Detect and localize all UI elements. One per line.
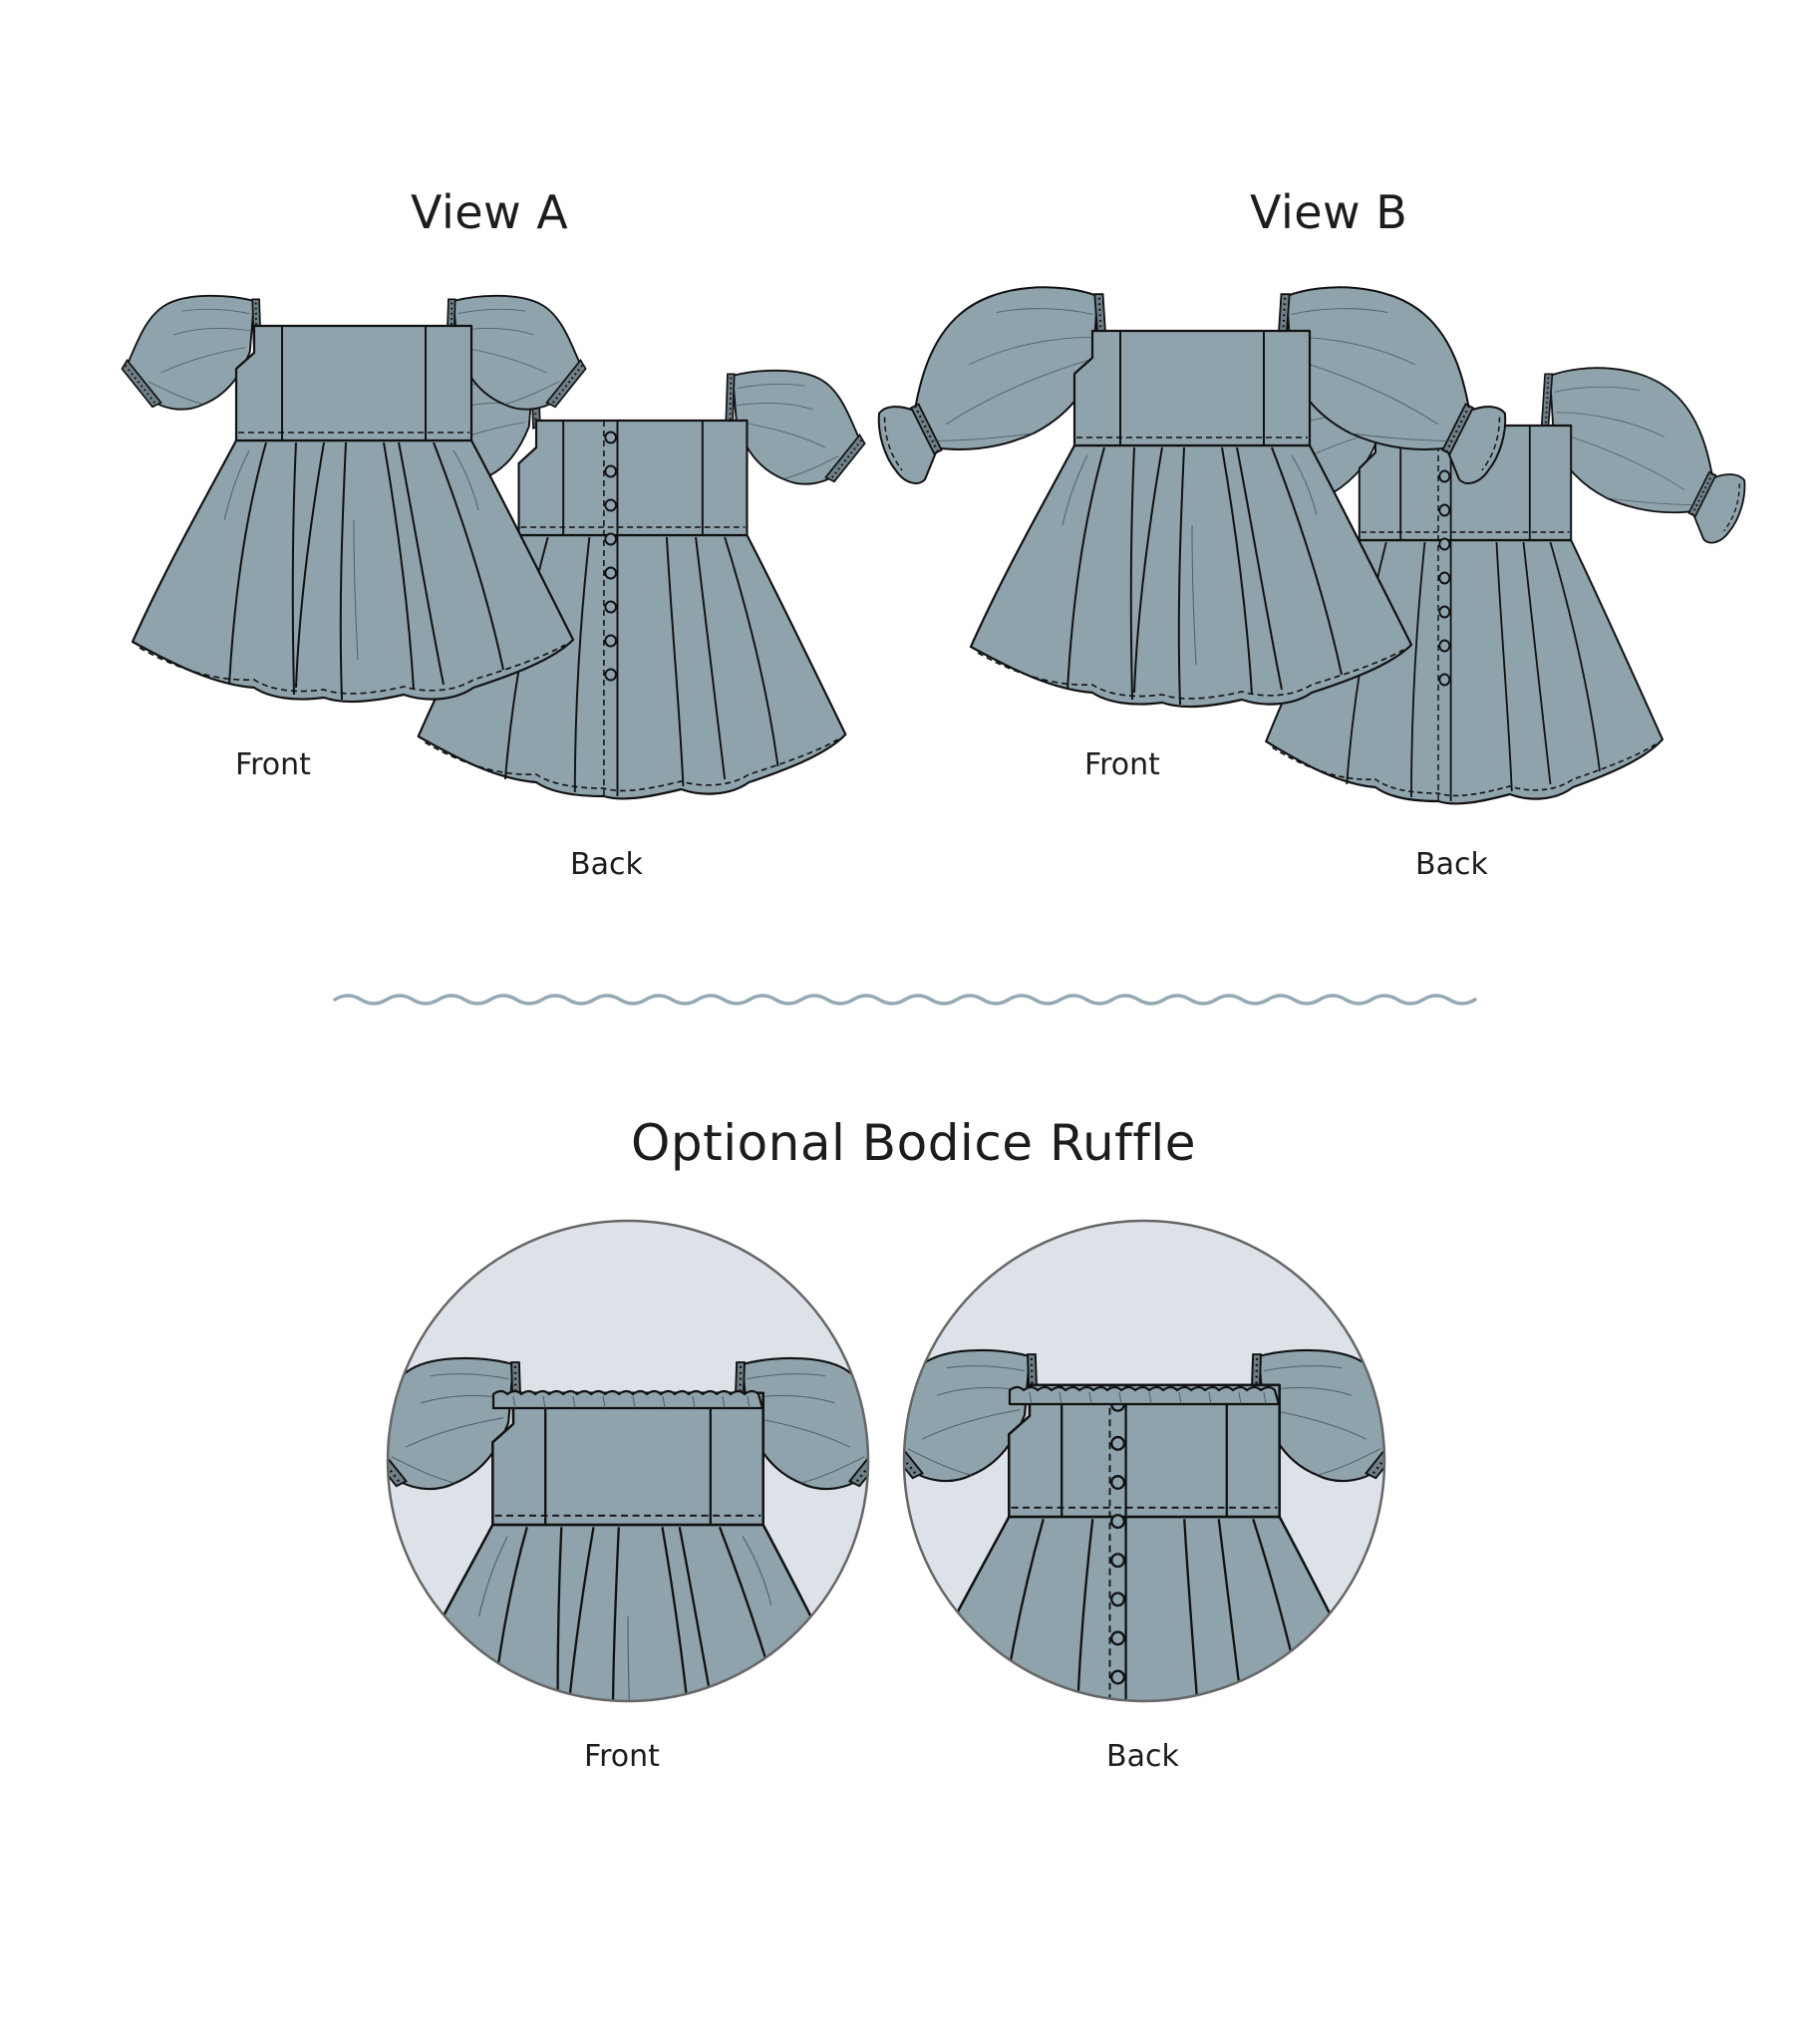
ruffle-front-detail — [386, 1219, 870, 1703]
ruffle-front-label: Front — [584, 1739, 660, 1774]
view-b-back-label: Back — [1415, 847, 1488, 882]
ruffle-back-detail — [902, 1219, 1386, 1703]
ruffle-back-label: Back — [1106, 1739, 1179, 1774]
view-b-illustration — [877, 286, 1745, 805]
view-b-front-label: Front — [1084, 747, 1160, 782]
view-a-back-label: Back — [570, 847, 643, 882]
ruffle-section-title: Optional Bodice Ruffle — [631, 1114, 1197, 1172]
view-a-illustration — [121, 294, 864, 800]
view-a-title: View A — [411, 185, 569, 239]
wave-divider — [333, 994, 1477, 1006]
view-a-front-label: Front — [235, 747, 311, 782]
view-a-front-dress — [121, 294, 585, 704]
view-b-title: View B — [1250, 185, 1408, 239]
